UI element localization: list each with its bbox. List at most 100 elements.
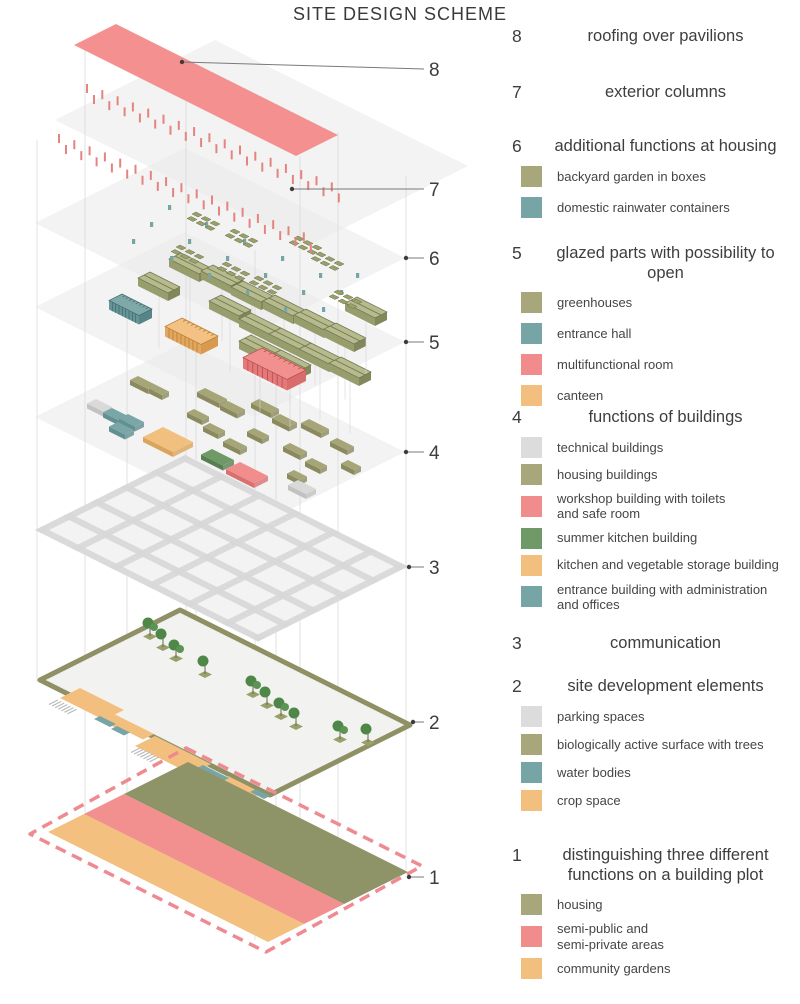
exterior-column bbox=[126, 169, 129, 179]
exterior-column bbox=[103, 152, 106, 162]
parking-stripes bbox=[67, 708, 77, 715]
exterior-column bbox=[239, 145, 241, 155]
greenhouse bbox=[209, 301, 239, 324]
parking-stripes bbox=[54, 702, 65, 709]
exterior-column bbox=[123, 107, 126, 117]
greenhouse bbox=[324, 329, 354, 352]
tree-base bbox=[260, 702, 274, 709]
greenhouse-ridge bbox=[304, 345, 336, 362]
exterior-column bbox=[322, 187, 325, 197]
exterior-column bbox=[218, 206, 220, 216]
semi-public-zone bbox=[84, 794, 344, 924]
legend-section-title: roofing over pavilions bbox=[587, 27, 744, 45]
tree-base bbox=[361, 739, 375, 746]
parking-stripes bbox=[149, 756, 159, 763]
exterior-column bbox=[195, 189, 198, 199]
site-plane bbox=[37, 607, 413, 798]
legend-section-title: distinguishing three different functions… bbox=[562, 846, 769, 885]
rainwater-container bbox=[246, 290, 250, 295]
legend-section-8: 8 roofing over pavilions bbox=[497, 26, 795, 47]
parking-stripes bbox=[48, 699, 59, 705]
exterior-column bbox=[88, 146, 91, 156]
multifunctional-room-glazing bbox=[268, 352, 272, 355]
garden-box bbox=[242, 242, 254, 248]
garden-box bbox=[179, 253, 191, 260]
greenhouse-ridge bbox=[174, 255, 206, 272]
tree-canopy bbox=[253, 681, 261, 689]
greenhouse-ridge bbox=[299, 311, 331, 328]
pavilion-roof bbox=[74, 24, 338, 156]
legend-section-title: communication bbox=[610, 634, 721, 652]
garden-box bbox=[346, 303, 358, 309]
garden-box bbox=[216, 266, 228, 272]
entrance-building bbox=[135, 422, 144, 432]
orange-swatch bbox=[521, 385, 542, 407]
tree-canopy bbox=[360, 723, 372, 735]
garden-box bbox=[319, 260, 331, 267]
entrance-building bbox=[109, 422, 134, 435]
exterior-column bbox=[93, 95, 95, 104]
exterior-column bbox=[254, 151, 257, 161]
greenhouse-ridge bbox=[206, 267, 238, 284]
legend-item-label: backyard garden in boxes bbox=[557, 168, 706, 184]
exterior-column bbox=[116, 96, 119, 106]
rainwater-container bbox=[188, 239, 192, 244]
housing-building bbox=[283, 443, 307, 455]
exterior-column bbox=[287, 226, 290, 236]
pink-swatch bbox=[521, 495, 542, 517]
pink-swatch bbox=[521, 354, 542, 376]
housing-building bbox=[240, 446, 247, 455]
multifunctional-room-glazing bbox=[273, 355, 277, 358]
exterior-column bbox=[187, 194, 190, 204]
road-strip bbox=[35, 526, 265, 642]
legend-section-number: 5 bbox=[512, 243, 522, 263]
legend-item: greenhouses bbox=[521, 292, 795, 314]
legend-item-label: crop space bbox=[557, 792, 621, 808]
multifunctional-room bbox=[287, 370, 306, 391]
legend-section-number: 8 bbox=[512, 26, 522, 46]
legend-item-label: workshop building with toilets and safe … bbox=[557, 491, 726, 522]
technical-building bbox=[288, 480, 316, 494]
legend-section-number: 4 bbox=[512, 407, 522, 427]
exterior-column bbox=[272, 220, 275, 230]
housing-building bbox=[237, 409, 245, 419]
leader-dot bbox=[406, 564, 412, 570]
housing-building bbox=[283, 446, 300, 460]
tree-canopy bbox=[259, 686, 271, 698]
road-strip bbox=[178, 455, 408, 570]
exterior-column bbox=[65, 145, 67, 154]
housing-building bbox=[271, 409, 279, 418]
greenhouse bbox=[168, 287, 180, 301]
greenhouse bbox=[345, 303, 375, 326]
housing-building bbox=[289, 422, 297, 432]
road-strip bbox=[251, 563, 408, 642]
exterior-column bbox=[119, 158, 122, 168]
housing-building bbox=[330, 438, 354, 450]
exterior-column bbox=[180, 183, 183, 193]
leader-dot bbox=[179, 59, 185, 65]
layer-5-glazed-parts bbox=[108, 252, 388, 434]
greenhouse-ridge bbox=[329, 325, 361, 342]
canteen-glazing bbox=[202, 329, 207, 332]
summer-kitchen-building bbox=[201, 454, 223, 471]
rainwater-container bbox=[205, 222, 209, 227]
exterior-column bbox=[230, 150, 233, 160]
garden-box bbox=[306, 249, 318, 255]
garden-box bbox=[351, 298, 363, 305]
leader-dot bbox=[406, 874, 412, 880]
housing-building bbox=[247, 431, 262, 444]
exterior-column bbox=[263, 224, 266, 234]
entrance-building bbox=[119, 414, 144, 427]
tree-base bbox=[274, 713, 288, 720]
exterior-column bbox=[193, 127, 196, 137]
tree-canopy bbox=[281, 703, 289, 711]
housing-building bbox=[300, 451, 307, 460]
exterior-column bbox=[241, 207, 244, 217]
